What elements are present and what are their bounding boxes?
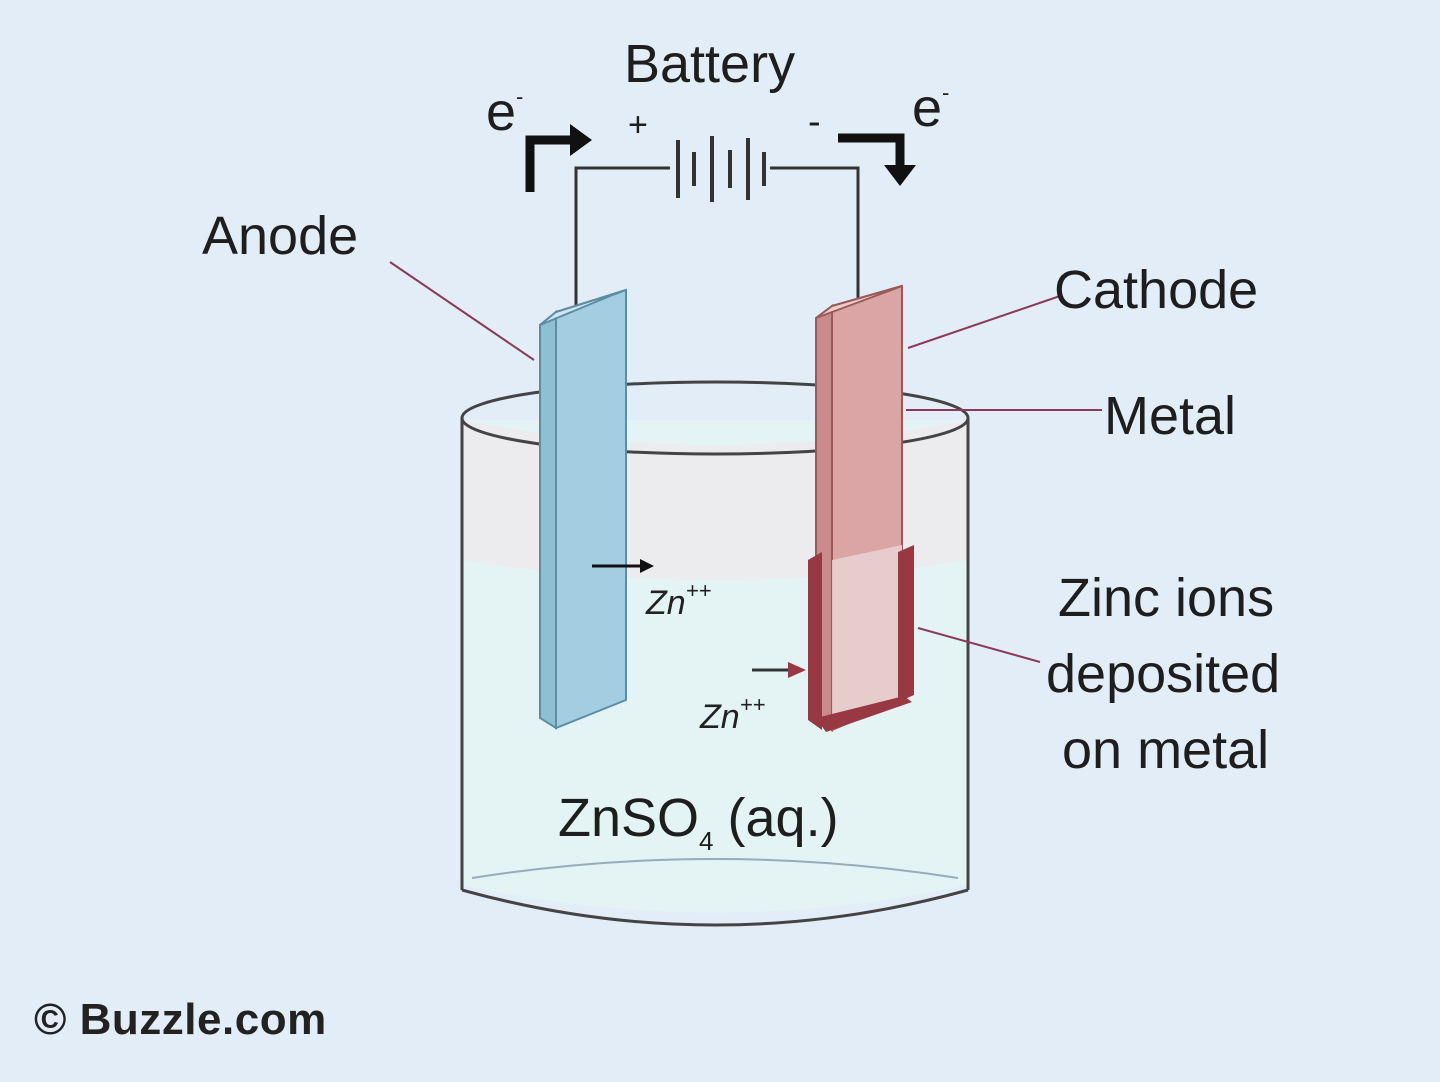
battery-symbol [676,136,766,202]
circuit-wires [574,166,860,310]
credit-watermark: © Buzzle.com [34,995,327,1045]
electron-arrow-right [838,133,916,186]
zinc-ions-label-line3: on metal [1062,720,1269,780]
metal-label: Metal [1104,386,1236,446]
ion-arrow-anode [592,559,654,573]
cathode-label: Cathode [1054,260,1258,320]
electron-label-right: e- [912,78,949,138]
anode-label: Anode [202,206,358,266]
credit-text: Buzzle.com [79,995,327,1044]
battery-label: Battery [624,34,795,94]
battery-negative-sign: - [808,101,821,143]
beaker-rim [460,380,970,456]
beaker-bottom [461,888,969,927]
wire-left [574,166,670,310]
copyright-symbol: © [34,995,67,1044]
battery-positive-sign: + [628,106,648,144]
leader-lines [389,261,1102,663]
zinc-deposit [808,545,914,732]
zinc-ions-label-line1: Zinc ions [1058,568,1274,628]
cathode-plate [815,284,903,732]
electron-label-left: e- [486,82,523,142]
deposit-leader [917,627,1041,663]
cathode-leader [907,295,1061,349]
ion-label-anode: Zn++ [645,578,712,622]
anode-leader [389,261,535,361]
wire-right [770,166,860,300]
ion-arrow-cathode [752,662,806,678]
ion-label-cathode: Zn++ [699,692,766,736]
beaker-bottom-inner [471,858,959,879]
electron-arrow-left [525,124,592,192]
solution-label: ZnSO4(aq.) [558,788,839,856]
anode-plate [539,288,627,730]
zinc-ions-label-line2: deposited [1046,644,1280,704]
